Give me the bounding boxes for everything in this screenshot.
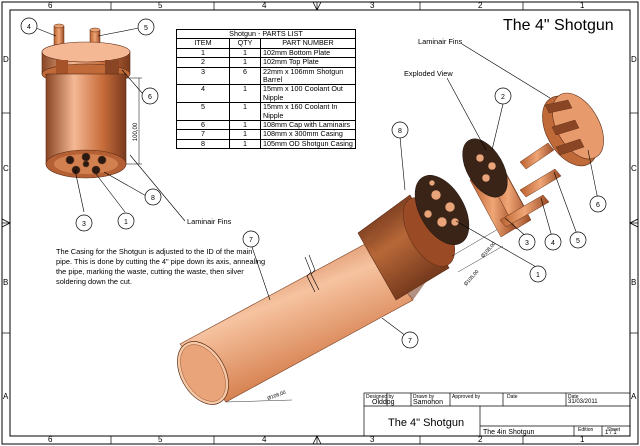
svg-text:6: 6	[596, 202, 600, 209]
tb-name: The 4in Shotgun	[483, 429, 535, 436]
balloon-4-left	[20, 17, 38, 35]
balloon-5-right	[569, 231, 587, 249]
tb-designed-by-label: Designed by	[366, 394, 394, 400]
zone-bottom-5: 5	[158, 435, 163, 444]
dim-bottom: Ø108,00	[267, 390, 287, 402]
svg-text:1: 1	[124, 219, 128, 226]
label-exploded-view: Exploded View	[404, 69, 453, 78]
zone-left-C: C	[3, 164, 9, 173]
exploded-view	[414, 92, 604, 245]
zone-top-6: 6	[48, 1, 53, 10]
balloons	[20, 17, 607, 349]
center-mark-bottom	[312, 435, 322, 445]
zone-top-4: 4	[262, 1, 267, 10]
dim-diag1: Ø108,00	[480, 241, 497, 259]
tb-date-label-2: Date	[568, 394, 579, 400]
zone-bottom-1: 1	[580, 435, 585, 444]
svg-text:5: 5	[576, 238, 580, 245]
svg-text:6: 6	[148, 94, 152, 101]
zone-top-5: 5	[158, 1, 163, 10]
balloon-numbers: 4 5 6 8 3 1 8 2 3 4 5 1 6 7 7	[27, 24, 600, 345]
svg-text:5: 5	[144, 25, 148, 32]
balloon-5-left	[137, 18, 155, 36]
main-pipe	[177, 194, 506, 405]
parts-list-header: ITEM QTY PART NUMBER	[176, 38, 356, 49]
tb-title: The 4" Shotgun	[388, 417, 465, 429]
title-block-frame	[363, 392, 631, 437]
balloon-6-right	[589, 195, 607, 213]
drawing-title: The 4" Shotgun	[503, 17, 614, 34]
balloon-7-bottom	[401, 331, 419, 349]
label-laminair-fins-left: Laminair Fins	[187, 217, 232, 226]
svg-text:3: 3	[525, 240, 529, 247]
zone-top-1: 1	[580, 1, 585, 10]
leaders-right	[250, 43, 599, 340]
tb-drawn-by: Samohon	[413, 399, 443, 406]
balloon-3-left	[75, 214, 93, 232]
assembled-view	[41, 23, 142, 179]
svg-text:8: 8	[151, 195, 155, 202]
svg-text:4: 4	[551, 240, 555, 247]
center-mark-top	[312, 1, 322, 11]
tb-designed-by: Olddog	[372, 399, 395, 406]
zone-right-A: A	[631, 392, 637, 401]
tb-sheet-label: Sheet	[607, 427, 621, 433]
parts-list-caption: Shotgun - PARTS LIST	[176, 28, 356, 40]
tb-date-label-1: Date	[507, 394, 518, 400]
svg-text:7: 7	[249, 237, 253, 244]
tb-drawn-by-label: Drawn by	[413, 394, 435, 400]
zone-bottom-6: 6	[48, 435, 53, 444]
tb-date: 31/03/2011	[568, 399, 598, 405]
zone-left-A: A	[3, 392, 9, 401]
zone-right-C: C	[631, 164, 637, 173]
tb-approved-by-label: Approved by	[452, 394, 481, 400]
balloon-2-right	[494, 87, 512, 105]
center-mark-left	[1, 218, 11, 228]
zone-top-3: 3	[370, 1, 375, 10]
parts-list-table: Shotgun - PARTS LIST ITEM QTY PART NUMBE…	[176, 28, 356, 150]
zone-right-B: B	[631, 278, 637, 287]
svg-text:1: 1	[536, 272, 540, 279]
svg-text:4: 4	[27, 24, 31, 31]
zone-bottom-2: 2	[478, 435, 483, 444]
svg-text:7: 7	[408, 338, 412, 345]
leaders-left	[35, 27, 186, 222]
zone-top-2: 2	[478, 1, 483, 10]
zone-left-D: D	[3, 55, 9, 64]
balloon-1-right	[529, 265, 547, 283]
svg-text:3: 3	[82, 221, 86, 228]
balloon-1-left	[117, 212, 135, 230]
label-laminair-fins-top: Laminair Fins	[418, 37, 463, 46]
balloon-6-left	[141, 87, 159, 105]
dim-100: 100,00	[133, 122, 139, 141]
zone-bottom-3: 3	[370, 435, 375, 444]
zone-right-D: D	[631, 55, 637, 64]
balloon-8-mid	[391, 121, 409, 139]
balloon-3-right	[518, 233, 536, 251]
balloon-7-top	[242, 230, 260, 248]
tb-edition-label: Edition	[578, 427, 594, 433]
svg-text:8: 8	[398, 128, 402, 135]
zone-bottom-4: 4	[262, 435, 267, 444]
tb-sheet: 1 / 1	[605, 430, 617, 436]
balloon-4-right	[544, 233, 562, 251]
svg-text:2: 2	[501, 94, 505, 101]
dim-diag2: Ø105,00	[463, 269, 480, 287]
casing-note: The Casing for the Shotgun is adjusted t…	[56, 247, 266, 286]
zone-left-B: B	[3, 278, 9, 287]
center-mark-right	[629, 218, 639, 228]
balloon-8-left	[144, 188, 162, 206]
